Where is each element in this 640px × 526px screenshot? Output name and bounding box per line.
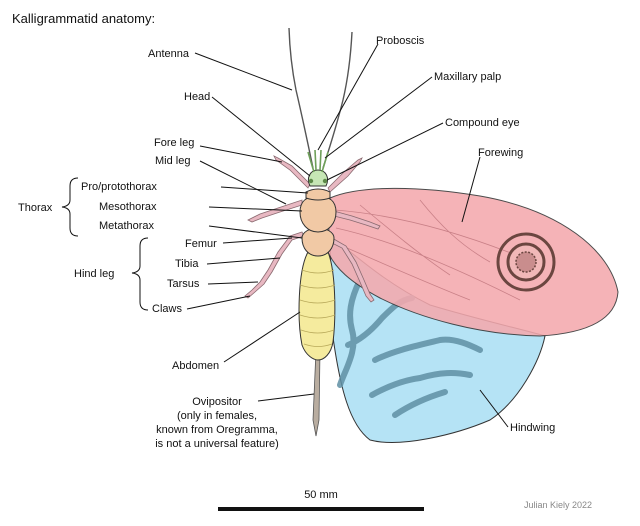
- right-mid-leg: [329, 209, 381, 230]
- mouthparts: [307, 149, 329, 173]
- label-maxillary-palp: Maxillary palp: [434, 71, 501, 83]
- label-proboscis: Proboscis: [376, 35, 425, 47]
- diagram-title: Kalligrammatid anatomy:: [12, 11, 155, 26]
- label-mid-leg: Mid leg: [155, 155, 190, 167]
- legs: [244, 155, 381, 303]
- left-compound-eye: [308, 178, 314, 184]
- label-metathorax: Metathorax: [99, 220, 155, 232]
- label-femur: Femur: [185, 238, 217, 250]
- label-antenna: Antenna: [148, 48, 190, 60]
- abdomen-segments: [299, 269, 336, 347]
- forewing-shape: [327, 187, 619, 337]
- scale-bar: [218, 507, 424, 511]
- label-ovipositor-note-2: known from Oregramma,: [156, 424, 278, 436]
- scale-bar-label: 50 mm: [304, 489, 338, 501]
- label-hindwing: Hindwing: [510, 422, 555, 434]
- prothorax-shape: [305, 188, 331, 201]
- credit: Julian Kiely 2022: [524, 500, 592, 510]
- label-head: Head: [184, 91, 210, 103]
- label-claws: Claws: [152, 303, 182, 315]
- right-hind-leg: [329, 237, 375, 303]
- eyespot-outer-ring: [496, 232, 556, 292]
- ovipositor-shape: [312, 349, 321, 437]
- label-hind-leg: Hind leg: [74, 268, 114, 280]
- mesothorax-shape: [299, 195, 337, 233]
- forewing-veins: [334, 199, 541, 301]
- leader-lines: [186, 43, 509, 428]
- label-compound-eye: Compound eye: [445, 117, 520, 129]
- eyespot-center: [515, 251, 537, 273]
- label-mesothorax: Mesothorax: [99, 201, 157, 213]
- abdomen-shape: [298, 251, 336, 361]
- left-fore-leg: [273, 155, 311, 189]
- label-thorax: Thorax: [18, 202, 53, 214]
- label-forewing: Forewing: [478, 147, 523, 159]
- hindwing-bands: [337, 277, 483, 418]
- label-tarsus: Tarsus: [167, 278, 200, 290]
- label-ovipositor-note-1: (only in females,: [177, 410, 257, 422]
- left-mid-leg: [247, 199, 303, 223]
- right-compound-eye: [322, 178, 328, 184]
- label-ovipositor-note-3: is not a universal feature): [155, 438, 279, 450]
- head-shape: [307, 169, 329, 187]
- label-prothorax: Pro/protothorax: [81, 181, 157, 193]
- label-ovipositor: Ovipositor: [192, 396, 242, 408]
- hind-leg-bracket: [131, 237, 149, 311]
- label-tibia: Tibia: [175, 258, 199, 270]
- thorax-bracket: [61, 177, 79, 237]
- right-fore-leg: [327, 157, 363, 193]
- right-antenna: [322, 31, 353, 169]
- left-antenna: [288, 27, 314, 169]
- label-abdomen: Abdomen: [172, 360, 219, 372]
- left-hind-leg: [244, 231, 305, 299]
- label-fore-leg: Fore leg: [154, 137, 194, 149]
